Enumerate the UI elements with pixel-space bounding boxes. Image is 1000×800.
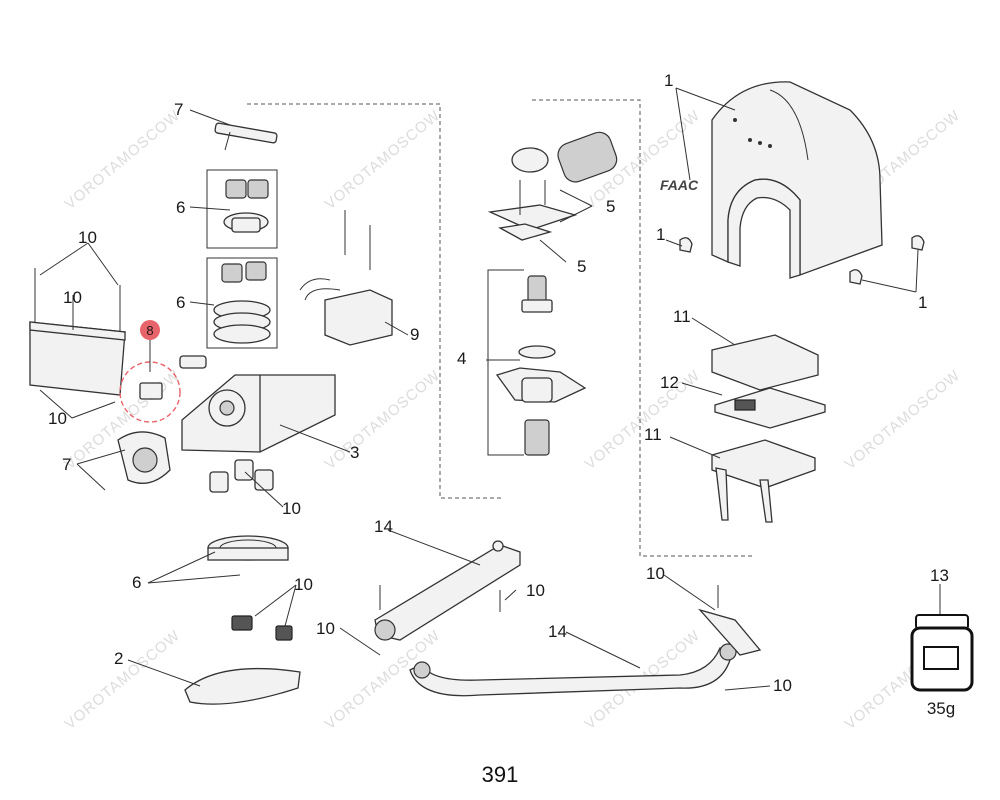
control-board-part[interactable]	[714, 387, 826, 429]
flange-part[interactable]	[207, 535, 289, 561]
callout-6: 6	[176, 293, 185, 312]
straight-arm-part[interactable]	[374, 540, 521, 641]
callout-8-badge	[140, 320, 160, 340]
mounting-plate-part[interactable]	[29, 268, 126, 396]
callout-14: 14	[548, 622, 567, 641]
callout-10: 10	[294, 575, 313, 594]
callout-10: 10	[646, 564, 665, 583]
callout-12: 12	[660, 373, 679, 392]
faac-logo: FAAC	[660, 177, 699, 193]
capacitor-part[interactable]	[299, 210, 393, 346]
callout-6: 6	[132, 573, 141, 592]
callout-10: 10	[78, 228, 97, 247]
gear-set-upper[interactable]	[206, 169, 278, 249]
watermark-text: VOROTAMOSCOW	[322, 107, 444, 213]
cable-gland-part[interactable]	[209, 459, 274, 493]
callout-10: 10	[316, 619, 335, 638]
callout-1: 1	[918, 293, 927, 312]
watermark-text: VOROTAMOSCOW	[62, 627, 184, 733]
watermark-text: VOROTAMOSCOW	[62, 107, 184, 213]
callout-10: 10	[773, 676, 792, 695]
motor-part[interactable]	[487, 129, 620, 241]
bracket-part[interactable]	[117, 431, 171, 484]
watermark-text: VOROTAMOSCOW	[582, 367, 704, 473]
callout-2: 2	[114, 649, 123, 668]
callout-labels: 1 1 1 2 3 4 5 5 6 6 6 7 7 8 9 10 10 10 1…	[48, 71, 949, 695]
cover-part[interactable]: FAAC	[660, 81, 925, 285]
callout-5: 5	[577, 257, 586, 276]
ring-part[interactable]	[184, 667, 301, 705]
highlight-circle	[119, 361, 181, 423]
leader-lines	[39, 87, 941, 691]
watermark-text: VOROTAMOSCOW	[842, 367, 964, 473]
arm-bracket-part[interactable]	[698, 585, 762, 656]
callout-5: 5	[606, 197, 615, 216]
callout-9: 9	[410, 325, 419, 344]
page-number: 391	[482, 762, 519, 787]
callout-7: 7	[174, 100, 183, 119]
watermark-text: VOROTAMOSCOW	[322, 367, 444, 473]
callout-13: 13	[930, 566, 949, 585]
shaft-assembly-part[interactable]	[495, 275, 587, 456]
callout-10: 10	[282, 499, 301, 518]
callout-10: 10	[48, 409, 67, 428]
pin-part[interactable]	[214, 122, 278, 151]
callout-4: 4	[457, 349, 466, 368]
group-frame-motor	[532, 99, 755, 557]
board-base-part[interactable]	[711, 439, 816, 523]
callout-10: 10	[526, 581, 545, 600]
callout-8: 8	[146, 323, 153, 338]
grease-weight-label: 35g	[927, 699, 955, 718]
callout-10: 10	[63, 288, 82, 307]
gear-set-lower[interactable]	[206, 257, 278, 349]
callout-1: 1	[664, 71, 673, 90]
limit-cams-part[interactable]	[231, 615, 293, 641]
highlighted-part-8[interactable]	[119, 320, 181, 423]
board-cover-part[interactable]	[711, 334, 819, 391]
callout-1: 1	[656, 225, 665, 244]
callout-3: 3	[350, 443, 359, 462]
callout-14: 14	[374, 517, 393, 536]
callout-11: 11	[673, 307, 691, 326]
group-frame-gears	[247, 103, 502, 499]
housing-part[interactable]	[179, 355, 336, 453]
curved-arm-part[interactable]	[409, 643, 737, 697]
callout-7: 7	[62, 455, 71, 474]
grease-pot-part[interactable]: 35g	[910, 614, 974, 718]
callout-6: 6	[176, 198, 185, 217]
callout-11: 11	[644, 425, 662, 444]
